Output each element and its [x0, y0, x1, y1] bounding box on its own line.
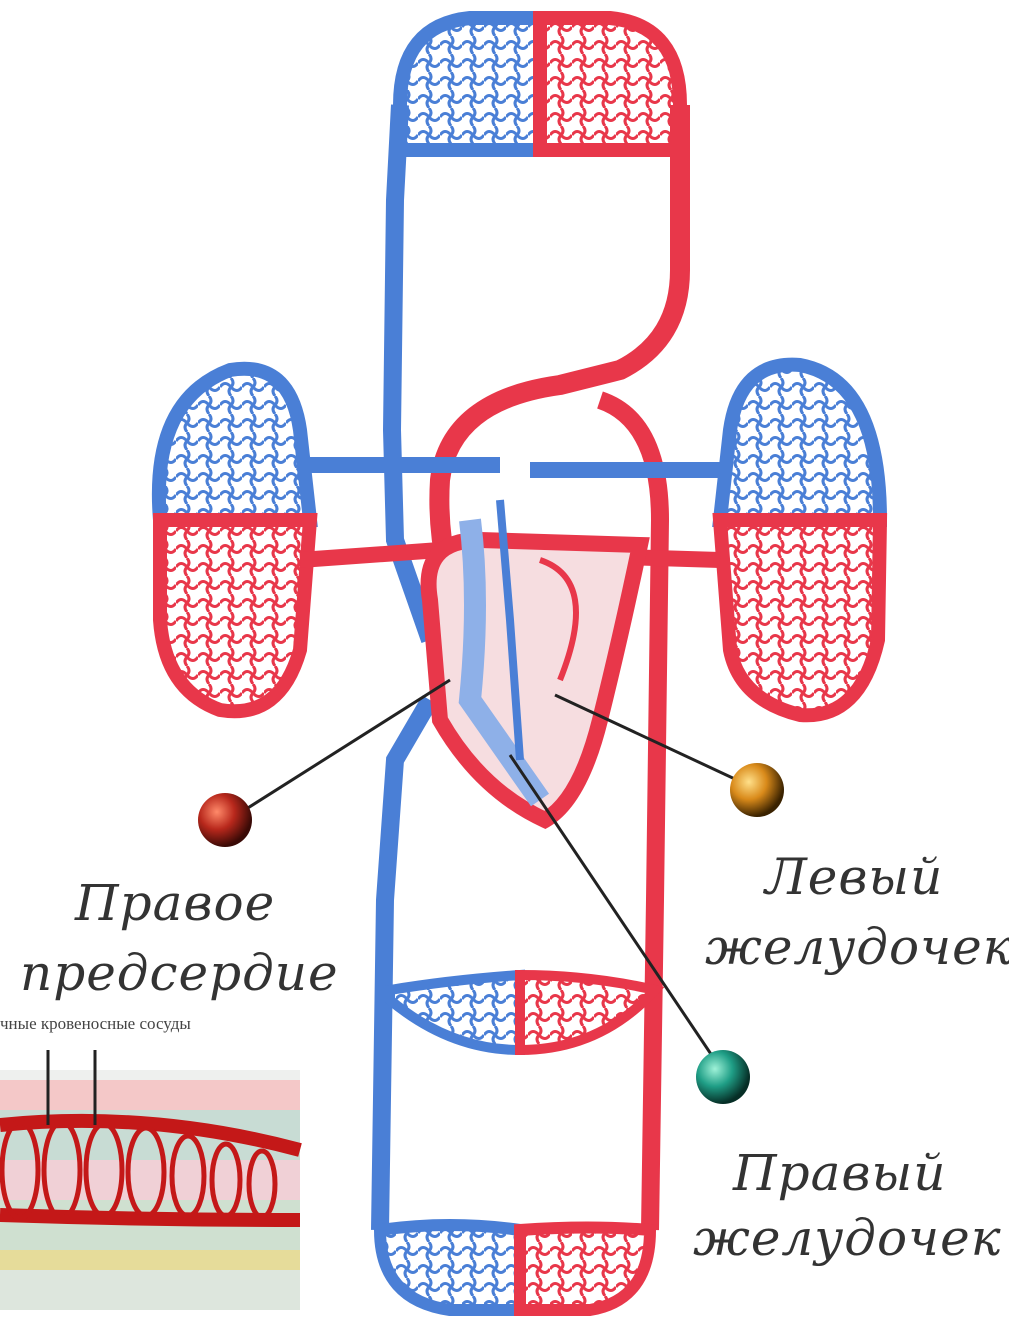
inset-caption: чные кровеносные сосуды	[0, 1015, 191, 1032]
descending-aorta	[600, 400, 660, 1230]
label-right-ventricle-line1: Правый	[733, 1148, 946, 1198]
label-right-atrium-line2: предсердие	[20, 948, 339, 998]
marker-right-atrium	[198, 793, 252, 847]
marker-right-ventricle	[696, 1050, 750, 1104]
middle-capillary-bed	[390, 975, 655, 1050]
label-left-ventricle-line1: Левый	[765, 852, 943, 902]
label-right-ventricle-line2: желудочек	[693, 1213, 1002, 1263]
marker-left-ventricle	[730, 763, 784, 817]
label-left-ventricle-line2: желудочек	[705, 922, 1009, 972]
top-capillary-bed	[400, 18, 680, 150]
heart	[429, 500, 640, 820]
inferior-vena-cava	[380, 700, 430, 1230]
bottom-capillary-bed	[380, 1225, 650, 1310]
inset-vessels	[0, 1050, 300, 1310]
label-right-atrium-line1: Правое	[75, 878, 275, 928]
